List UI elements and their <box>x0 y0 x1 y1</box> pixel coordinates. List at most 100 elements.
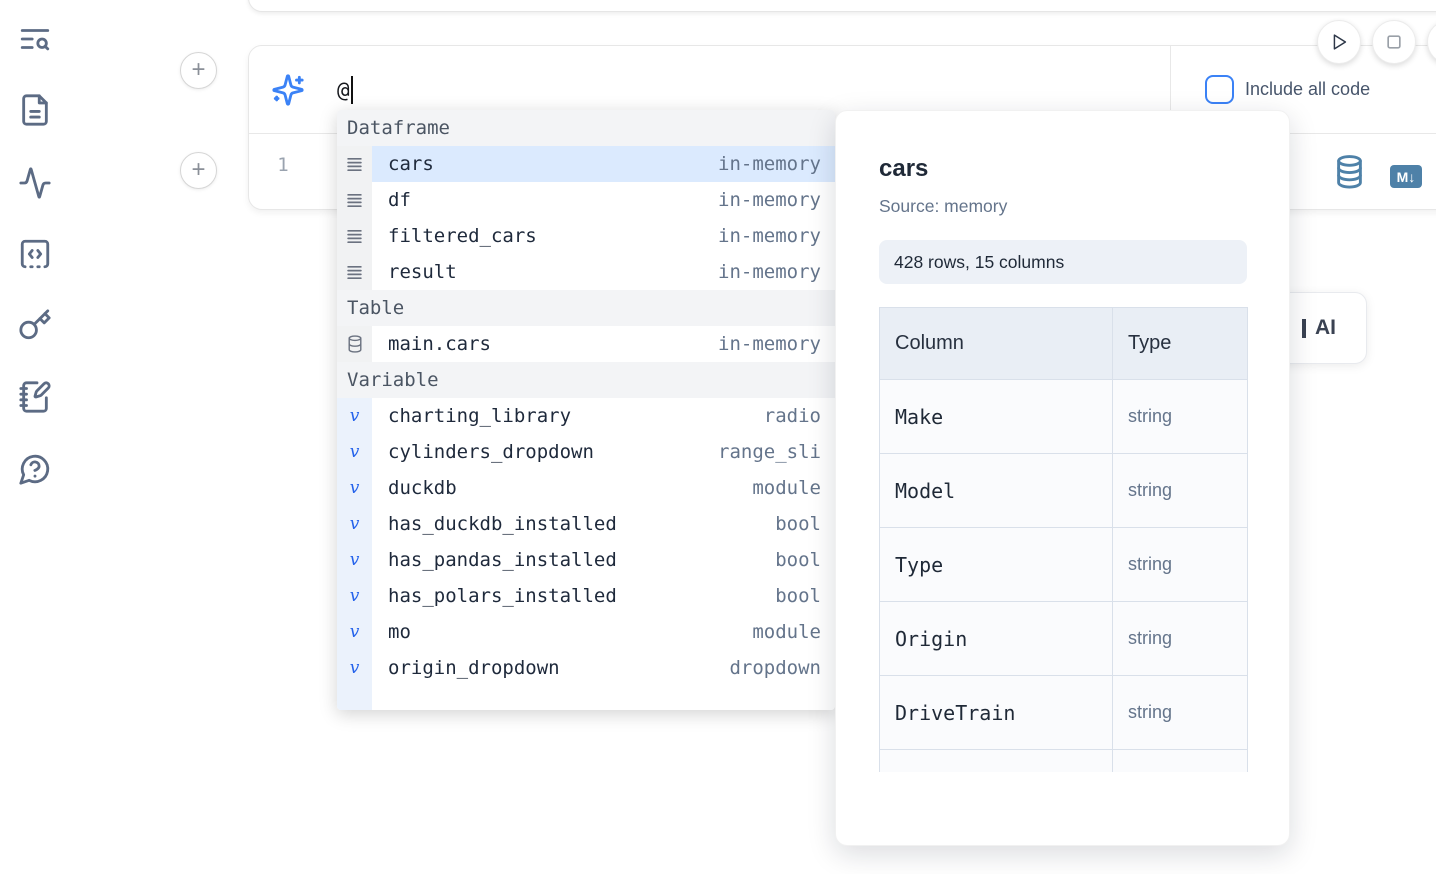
item-type: dropdown <box>729 657 821 679</box>
item-type: in-memory <box>718 333 821 355</box>
autocomplete-item[interactable]: df in-memory <box>337 182 835 218</box>
ai-button-label: AI <box>1315 316 1336 339</box>
ai-row-divider <box>1170 46 1171 134</box>
autocomplete-item[interactable]: main.cars in-memory <box>337 326 835 362</box>
ai-prompt-input[interactable]: @ <box>337 70 353 110</box>
item-type: module <box>752 621 821 643</box>
schema-column-name: Model <box>880 454 1113 527</box>
schema-row: DriveTrain string <box>880 676 1247 750</box>
markdown-export-icon[interactable]: M↓ <box>1390 165 1422 188</box>
autocomplete-item[interactable]: cars in-memory <box>337 146 835 182</box>
text-caret <box>350 76 353 104</box>
include-all-code-label: Include all code <box>1245 79 1371 99</box>
autocomplete-item[interactable]: v has_pandas_installed bool <box>337 542 835 578</box>
dataframe-icon <box>337 146 372 182</box>
autocomplete-item[interactable]: v has_duckdb_installed bool <box>337 506 835 542</box>
schema-column-name: Type <box>880 528 1113 601</box>
stop-cell-button[interactable] <box>1372 20 1416 64</box>
file-document-icon[interactable] <box>16 91 54 129</box>
item-type: bool <box>775 549 821 571</box>
autocomplete-item[interactable] <box>337 686 835 710</box>
preview-shape-badge: 428 rows, 15 columns <box>879 240 1247 284</box>
variable-icon: v <box>337 614 372 650</box>
clipped-label-fragment <box>1302 318 1306 338</box>
autocomplete-item[interactable]: filtered_cars in-memory <box>337 218 835 254</box>
item-name: cars <box>388 153 434 175</box>
schema-column-name: Make <box>880 380 1113 453</box>
database-export-icon[interactable] <box>1335 154 1364 197</box>
autocomplete-section-header: Table <box>337 290 835 326</box>
item-name: mo <box>388 621 411 643</box>
schema-row <box>880 750 1247 772</box>
include-all-code-control: Include all code <box>1205 75 1370 104</box>
add-cell-below-button[interactable]: + <box>180 152 217 189</box>
item-type: module <box>752 477 821 499</box>
line-number: 1 <box>277 154 289 176</box>
schema-row: Make string <box>880 380 1247 454</box>
schema-column-name: Origin <box>880 602 1113 675</box>
schema-header-type: Type <box>1128 332 1172 354</box>
autocomplete-item[interactable]: v charting_library radio <box>337 398 835 434</box>
schema-header-column: Column <box>880 308 1113 379</box>
code-snippet-icon[interactable] <box>16 235 54 273</box>
variable-icon: v <box>337 542 372 578</box>
schema-header-row: Column Type <box>880 308 1247 380</box>
schema-column-type: string <box>1128 554 1173 574</box>
item-name: origin_dropdown <box>388 657 560 679</box>
dataframe-preview-panel: cars Source: memory 428 rows, 15 columns… <box>835 110 1290 846</box>
item-name: df <box>388 189 411 211</box>
item-name: has_polars_installed <box>388 585 617 607</box>
prompt-text: @ <box>337 78 350 102</box>
previous-cell-edge <box>248 0 1436 12</box>
add-cell-above-button[interactable]: + <box>180 52 217 89</box>
variable-icon: v <box>337 470 372 506</box>
schema-column-type: string <box>1128 480 1173 500</box>
item-type: radio <box>763 405 821 427</box>
activity-icon[interactable] <box>16 164 54 202</box>
item-name: charting_library <box>388 405 572 427</box>
item-type: in-memory <box>718 225 821 247</box>
variable-icon: v <box>337 434 372 470</box>
schema-column-name: DriveTrain <box>880 676 1113 749</box>
item-name: main.cars <box>388 333 491 355</box>
schema-column-type: string <box>1128 406 1173 426</box>
table-icon <box>337 326 372 362</box>
text-search-icon[interactable] <box>16 20 54 58</box>
notebook-pen-icon[interactable] <box>16 378 54 416</box>
item-type: in-memory <box>718 261 821 283</box>
schema-column-type: string <box>1128 702 1173 722</box>
preview-title: cars <box>879 155 929 182</box>
item-name: filtered_cars <box>388 225 537 247</box>
item-name: has_pandas_installed <box>388 549 617 571</box>
variable-icon: v <box>337 506 372 542</box>
schema-column-type <box>1113 750 1247 772</box>
schema-row: Type string <box>880 528 1247 602</box>
help-chat-icon[interactable] <box>16 450 54 488</box>
key-icon[interactable] <box>16 306 54 344</box>
item-type: in-memory <box>718 189 821 211</box>
variable-icon: v <box>337 398 372 434</box>
preview-source: Source: memory <box>879 196 1008 216</box>
run-cell-button[interactable] <box>1317 20 1361 64</box>
include-all-code-checkbox[interactable] <box>1205 75 1234 104</box>
item-type: bool <box>775 585 821 607</box>
code-editor-row[interactable]: 1 M↓ <box>249 134 1436 210</box>
item-type: bool <box>775 513 821 535</box>
item-type: range_sli <box>718 441 821 463</box>
item-type: in-memory <box>718 153 821 175</box>
item-name: has_duckdb_installed <box>388 513 617 535</box>
item-name: duckdb <box>388 477 457 499</box>
schema-row: Model string <box>880 454 1247 528</box>
